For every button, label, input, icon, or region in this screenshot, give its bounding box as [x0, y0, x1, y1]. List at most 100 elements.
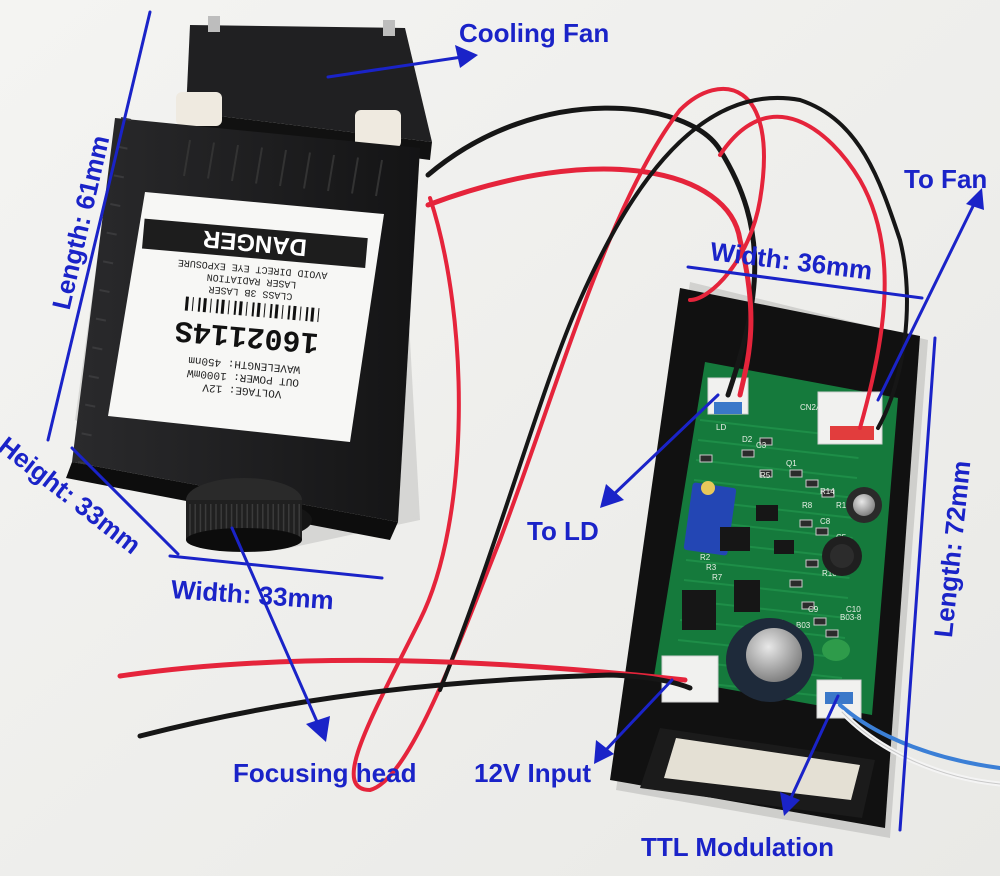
barcode-bar — [184, 296, 189, 311]
fin-groove — [255, 147, 263, 184]
fan-screw — [208, 16, 220, 32]
silkscreen-mark: R14 — [820, 487, 835, 496]
fin-edge — [84, 403, 96, 408]
annotation-lines — [46, 10, 984, 832]
label-focusing-head: Focusing head — [233, 758, 417, 788]
wire-red-ld — [425, 166, 754, 398]
barcode-bar — [299, 306, 302, 321]
label-to-fan: To Fan — [904, 164, 988, 194]
wires — [117, 86, 1000, 793]
fan-screw — [383, 20, 395, 36]
barcode-bar — [233, 300, 237, 315]
label-text: VOLTAGE: 12V OUT POWER: 1000mW WAVELENGT… — [142, 218, 368, 399]
silkscreen-mark: C3 — [756, 441, 767, 450]
fin-edge — [99, 289, 110, 293]
danger-banner — [142, 218, 368, 269]
smd-part — [759, 437, 773, 446]
connector-ld-lock — [714, 402, 742, 414]
case-end-window — [664, 738, 860, 800]
smd-part — [821, 489, 835, 498]
silkscreen-mark: R10 — [822, 569, 837, 578]
silkscreen-mark: D2 — [742, 435, 753, 444]
arrowhead — [306, 716, 330, 742]
connector-fan-wires — [830, 426, 874, 440]
smd-part — [741, 449, 755, 458]
barcode-bar — [274, 304, 279, 319]
barcode-bar — [317, 308, 320, 323]
barcode-bar — [310, 307, 315, 322]
barcode-bar — [227, 300, 230, 315]
silkscreen-mark: R7 — [712, 573, 723, 582]
dimension-line-width-36 — [686, 265, 924, 300]
fin-groove — [279, 149, 287, 187]
silkscreen-mark: LD — [716, 423, 726, 432]
label-cooling-fan: Cooling Fan — [459, 18, 610, 48]
label-to-ld: To LD — [527, 516, 599, 546]
fan-standoff — [176, 92, 222, 126]
arrow-focusing-head — [230, 526, 320, 726]
arrowhead — [600, 484, 624, 508]
silkscreen-mark: R2 — [700, 553, 711, 562]
dimension-line-length-61 — [46, 10, 152, 442]
laser-module: VOLTAGE: 12V OUT POWER: 1000mW WAVELENGT… — [66, 16, 432, 552]
smd-part — [815, 527, 829, 536]
silkscreen-mark: B03-8 — [840, 613, 862, 622]
label-12v-input: 12V Input — [474, 758, 592, 788]
inductor-core — [830, 544, 854, 568]
trace — [697, 439, 859, 459]
smd-part — [799, 519, 813, 528]
heatsink-fins — [77, 117, 383, 465]
cap-top — [853, 494, 875, 516]
smd-part — [789, 469, 803, 478]
fan-standoff — [355, 110, 401, 148]
silkscreen-mark: Q1 — [786, 459, 797, 468]
barcode-bar — [245, 301, 248, 316]
barcode-bar — [281, 304, 284, 319]
trace — [683, 579, 849, 599]
dimension-line-height-33 — [70, 446, 180, 556]
silkscreen-labels: D2C3LDQ1R5R8R14R13C8C5R10C9R2R3R7B03-8B0… — [700, 403, 862, 630]
barcode-bar — [269, 303, 273, 319]
smd-part — [699, 454, 713, 463]
wire-white-ttl-edge — [841, 711, 1000, 785]
barcode-bar — [197, 297, 201, 312]
silkscreen-mark: R3 — [706, 563, 717, 572]
barcode-bar — [215, 299, 219, 314]
silkscreen-mark: B03 — [796, 621, 811, 630]
silkscreen-mark: C8 — [820, 517, 831, 526]
led — [822, 639, 850, 661]
fin-groove — [327, 154, 335, 192]
trimpot-screw — [701, 481, 715, 495]
barcode-bar — [238, 301, 243, 316]
fin-edge — [102, 260, 114, 265]
arrow-cooling-fan — [326, 55, 464, 79]
smd-part — [759, 469, 773, 478]
arrowhead — [594, 740, 614, 764]
barcode — [184, 296, 320, 323]
fin-edge — [110, 203, 121, 207]
fin-groove — [351, 157, 359, 194]
barcode-bar — [292, 305, 297, 321]
ic-chip — [682, 590, 716, 630]
arrow-12v-input — [602, 678, 674, 754]
wire-red-12v — [117, 657, 688, 683]
fin-groove — [183, 139, 191, 177]
transistor — [774, 540, 794, 554]
ic-chip — [720, 527, 750, 551]
silkscreen-mark: CN2A — [800, 403, 822, 412]
arrow-to-ld — [610, 393, 720, 498]
barcode-bar — [256, 302, 261, 317]
smd-part — [789, 579, 803, 588]
silkscreen-mark: R5 — [760, 471, 771, 480]
fin-edge — [81, 432, 92, 437]
fin-groove — [231, 144, 239, 182]
wire-black-fan — [438, 96, 909, 692]
smd-part — [805, 559, 819, 568]
barcode-bar — [191, 297, 194, 312]
silkscreen-mark: C9 — [808, 605, 819, 614]
arrowhead — [780, 792, 800, 816]
ic-chip — [734, 580, 760, 612]
fin-edge — [95, 317, 107, 322]
barcode-bar — [251, 302, 255, 317]
barcode-bar — [287, 305, 291, 320]
